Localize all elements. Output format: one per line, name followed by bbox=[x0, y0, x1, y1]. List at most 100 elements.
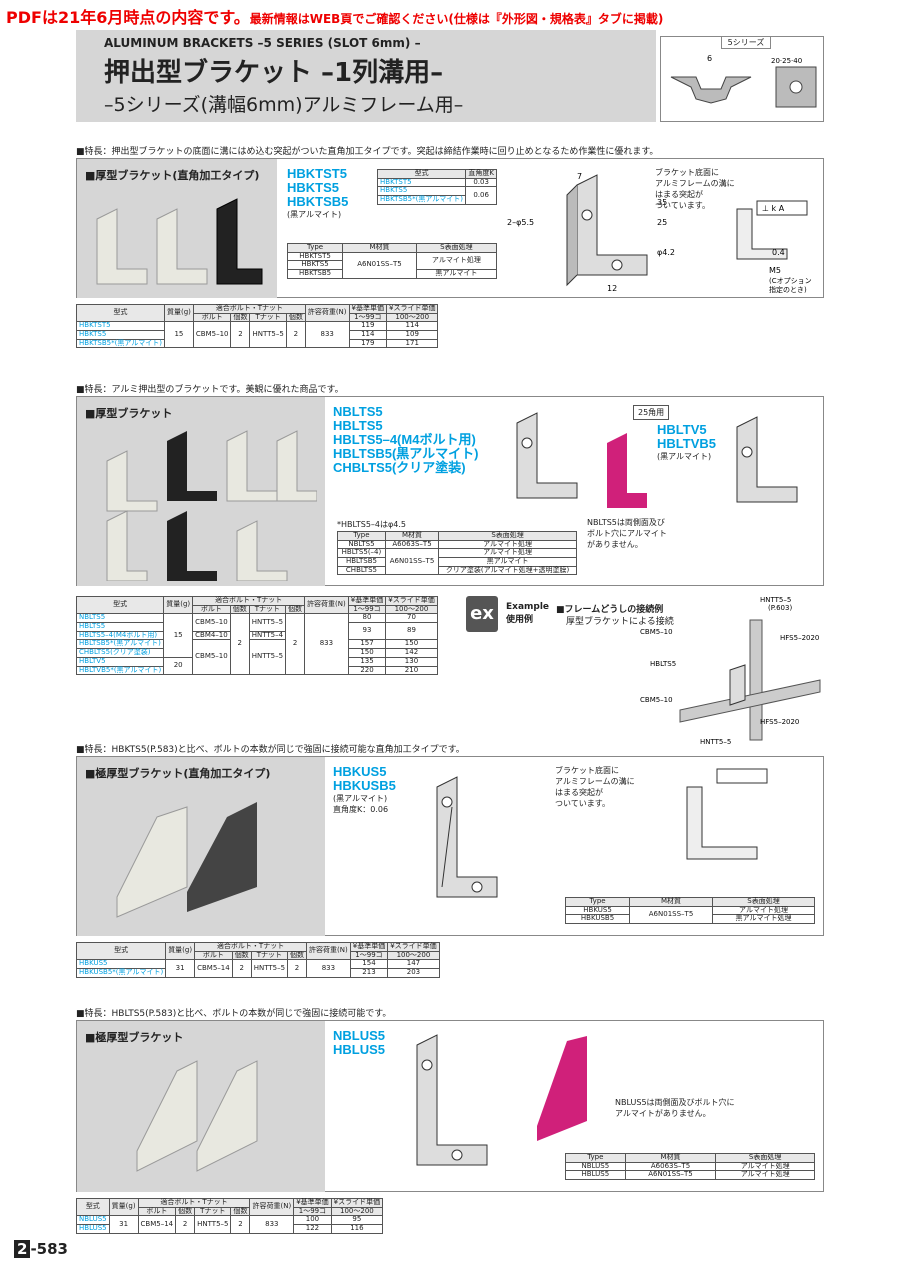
s2-part2-1: HBLTVB5 bbox=[657, 436, 716, 451]
spec-cell: HNTT5–5 bbox=[248, 613, 287, 632]
s1-mat-h: S表面処理 bbox=[415, 243, 498, 253]
spec-cell: 2 bbox=[230, 321, 251, 349]
ex-label: HBLTS5 bbox=[650, 660, 676, 668]
s3-mat-cell: A6N01SS–T5 bbox=[629, 905, 713, 925]
example-t2: 使用例 bbox=[506, 615, 534, 625]
s1-title: ■厚型ブラケット(直角加工タイプ) bbox=[85, 169, 260, 182]
dim-label: ⊥ k A bbox=[762, 204, 785, 213]
s2-mat-h: Type bbox=[337, 531, 386, 541]
s2-parts2: HBLTV5 HBLTVB5 (黒アルマイト) bbox=[657, 423, 716, 462]
spec-cell: 2 bbox=[230, 1215, 251, 1234]
s1-ang-cell: 0.06 bbox=[465, 186, 497, 205]
spec-cell: 80 bbox=[347, 613, 387, 624]
spec-cell: 93 bbox=[347, 622, 387, 641]
s2-nbnote: NBLTS5は両側面及び ボルト穴にアルマイト がありません。 bbox=[587, 518, 667, 549]
spec-cell: 15 bbox=[163, 321, 194, 349]
example-icon: ex bbox=[466, 596, 498, 632]
spec-cell: CHBLTS5(クリア塗装) bbox=[75, 648, 165, 658]
spec-h: 個数 bbox=[230, 1206, 251, 1217]
spec-cell: CBM4–10 bbox=[192, 630, 231, 641]
spec-h: 型式 bbox=[75, 941, 167, 961]
s3-photos bbox=[116, 802, 257, 918]
spec-h: 質量(g) bbox=[163, 303, 194, 323]
spec-h: 個数 bbox=[287, 950, 308, 961]
spec-cell: 2 bbox=[229, 613, 250, 676]
spec-h: 個数 bbox=[285, 312, 306, 323]
dim-label: φ4.2 bbox=[657, 248, 675, 257]
s3-parts-note: (黒アルマイト) bbox=[333, 794, 388, 803]
dim-label: 12 bbox=[607, 284, 617, 293]
s2-spec-table: 型式質量(g)適合ボルト・Tナット許容荷重(N)¥基準単価¥スライド単価 ボルト… bbox=[75, 595, 438, 676]
spec-h: 個数 bbox=[229, 604, 250, 615]
spec-cell: HBKTS5 bbox=[76, 330, 165, 340]
s2-part-2: HBLTS5–4(M4ボルト用) bbox=[333, 432, 476, 447]
spec-cell: 70 bbox=[385, 613, 438, 624]
s3-angle: 直角度K：0.06 bbox=[333, 805, 389, 814]
spec-h: 適合ボルト・Tナット bbox=[192, 304, 306, 314]
banner-rest: 最新情報はWEB頁でご確認ください(仕様は『外形図・規格表』タブに掲載) bbox=[249, 12, 664, 26]
ex-label: CBM5–10 bbox=[640, 628, 673, 636]
spec-h: Tナット bbox=[250, 950, 289, 961]
spec-h: 質量(g) bbox=[163, 595, 194, 615]
spec-h: ¥スライド単価 bbox=[387, 942, 440, 952]
s1-mat-cell: A6N01SS–T5 bbox=[342, 251, 417, 279]
spec-cell: 130 bbox=[385, 656, 438, 667]
s2-m4note: *HBLTS5–4はφ4.5 bbox=[337, 520, 407, 529]
s4-pink-drawing bbox=[537, 1036, 587, 1141]
spec-h: ¥基準単価 bbox=[349, 942, 389, 952]
ex-label: HNTT5–5 bbox=[760, 596, 791, 604]
spec-h: Tナット bbox=[248, 604, 287, 615]
spec-cell: HBLUS5 bbox=[76, 1224, 110, 1234]
ex-label: (P.603) bbox=[768, 604, 792, 612]
s2-part2-0: HBLTV5 bbox=[657, 422, 707, 437]
spec-cell: 109 bbox=[385, 330, 439, 340]
spec-cell: HBKTSB5*(黒アルマイト) bbox=[76, 338, 165, 349]
s4-spec-table: 型式質量(g)適合ボルト・Tナット許容荷重(N)¥基準単価¥スライド単価 ボルト… bbox=[76, 1197, 384, 1234]
s3-part-1: HBKUSB5 bbox=[333, 778, 396, 793]
spec-h: 型式 bbox=[75, 595, 165, 615]
s1-ang-cell: 0.03 bbox=[465, 177, 497, 188]
s1-ang-h2: 直角度K bbox=[465, 169, 497, 179]
s4-part-0: NBLUS5 bbox=[333, 1028, 386, 1043]
s3-note: ブラケット底面に アルミフレームの溝に はまる突起が ついています。 bbox=[555, 766, 635, 808]
dim-label: 35 bbox=[657, 198, 667, 207]
spec-cell: 213 bbox=[349, 968, 389, 978]
spec-cell: 2 bbox=[287, 959, 308, 978]
s2-part-1: HBLTS5 bbox=[333, 418, 383, 433]
s4-mat-cell: HBLUS5 bbox=[565, 1170, 626, 1181]
s3-mat-h: S表面処理 bbox=[711, 897, 816, 907]
s2-drawing-25 bbox=[736, 416, 798, 503]
dim-label: 7 bbox=[577, 172, 582, 181]
s1-mat-h: M材質 bbox=[342, 243, 417, 253]
spec-h: 個数 bbox=[285, 604, 306, 615]
spec-cell: HBLTV5 bbox=[75, 656, 165, 667]
dim-label: M5 bbox=[769, 266, 781, 275]
spec-cell: HBLTVB5*(黒アルマイト) bbox=[75, 665, 165, 676]
s1-spec-table: 型式質量(g)適合ボルト・Tナット許容荷重(N)¥基準単価¥スライド単価 ボルト… bbox=[76, 303, 439, 349]
s1-feature: ■特長：押出型ブラケットの底面に溝にはめ込む突起がついた直角加工タイプです。突起… bbox=[76, 147, 659, 157]
spec-cell: 15 bbox=[163, 613, 194, 658]
spec-cell: 220 bbox=[347, 665, 387, 676]
s2-photo-area: ■厚型ブラケット bbox=[77, 397, 325, 586]
s2-panel: ■厚型ブラケット NBLTS5 HBLTS5 HBLTS5–4(M4ボルト用) … bbox=[76, 396, 824, 586]
page-number: 2-583 bbox=[14, 1240, 68, 1258]
spec-cell: HNTT5–5 bbox=[194, 1215, 232, 1234]
s2-mat-cell: HBLTSB5 bbox=[337, 557, 386, 567]
slot-dim: 6 bbox=[707, 54, 712, 63]
s2-parts2-note: (黒アルマイト) bbox=[657, 452, 712, 461]
spec-h: 個数 bbox=[231, 950, 252, 961]
spec-h: 適合ボルト・Tナット bbox=[137, 1198, 251, 1208]
spec-cell: CBM5–14 bbox=[194, 959, 233, 978]
spec-cell: 89 bbox=[385, 622, 438, 641]
spec-h: 許容荷重(N) bbox=[306, 941, 351, 961]
dim-label: 2–φ5.5 bbox=[507, 218, 534, 227]
spec-h: ボルト bbox=[192, 604, 231, 615]
spec-cell: 142 bbox=[385, 648, 438, 658]
dim-label: (Cオプション bbox=[769, 277, 812, 285]
s3-photo-area: ■極厚型ブラケット(直角加工タイプ) bbox=[77, 757, 325, 936]
spec-cell: 2 bbox=[231, 959, 252, 978]
spec-cell: HNTT5–5 bbox=[250, 959, 289, 978]
